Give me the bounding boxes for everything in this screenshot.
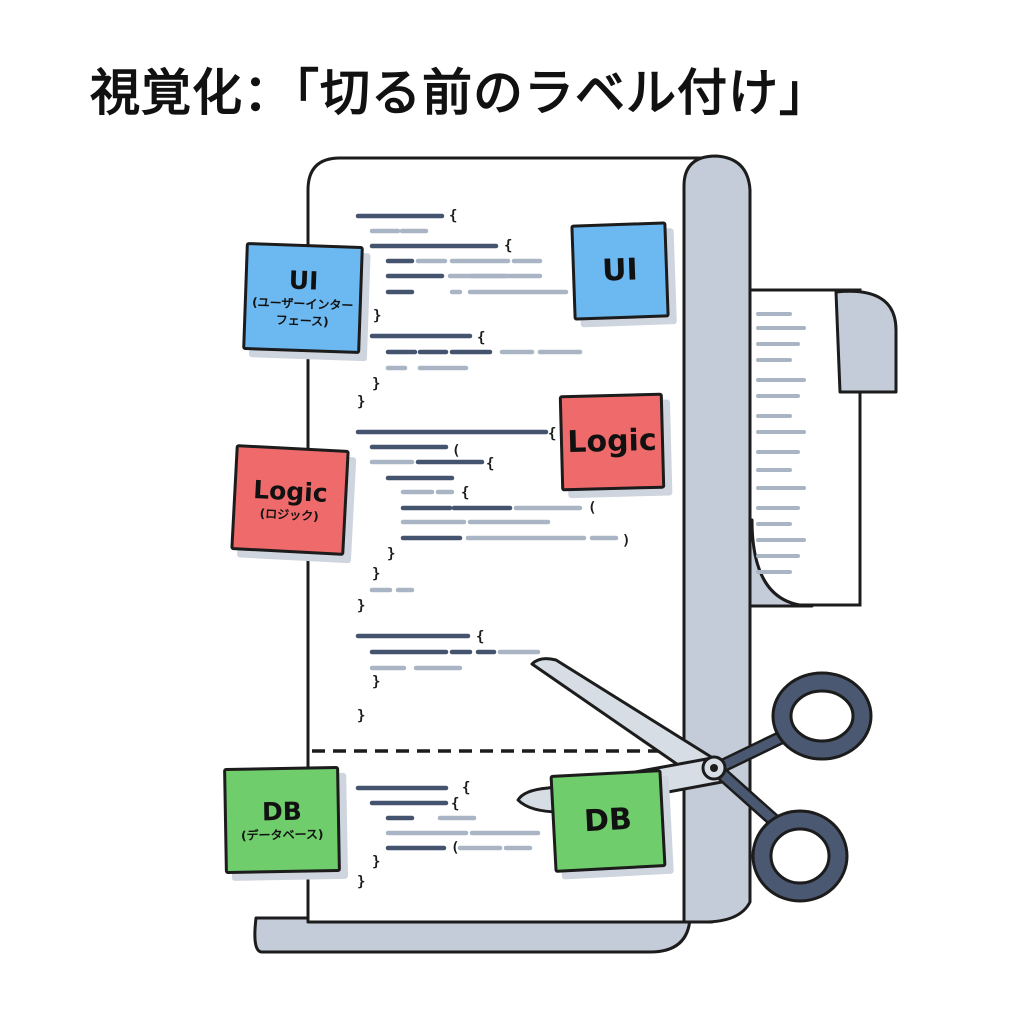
bottom-scroll-curl [253, 916, 692, 954]
code-brace: } [357, 874, 365, 890]
code-brace: } [357, 708, 365, 724]
code-brace: } [357, 598, 365, 614]
code-brace: } [372, 854, 380, 870]
logic-sticky-note-right: Logic [558, 392, 666, 492]
code-brace: { [451, 796, 459, 812]
code-brace: } [373, 308, 381, 324]
ui-sticky-note-left: UI (ユーザーインターフェース) [242, 241, 364, 355]
code-paren: ) [622, 533, 630, 549]
db-sticky-note-left: DB (データベース) [223, 765, 341, 875]
code-brace: { [461, 485, 469, 501]
ui-sticky-note-right: UI [570, 221, 670, 321]
note-subtitle: (ユーザーインターフェース) [251, 295, 354, 329]
code-brace: { [477, 330, 485, 346]
code-brace: { [504, 238, 512, 254]
db-sticky-note-right: DB [549, 769, 667, 873]
code-brace: } [357, 394, 365, 410]
note-label: UI [288, 265, 319, 296]
code-brace: { [462, 780, 470, 796]
scroll-roll [682, 154, 752, 924]
page-title: 視覚化：「切る前のラベル付け」 [90, 64, 830, 122]
note-subtitle: (ロジック) [259, 505, 320, 524]
code-brace: { [449, 208, 457, 224]
code-brace: } [372, 566, 380, 582]
note-label: UI [601, 252, 639, 289]
code-brace: } [387, 546, 395, 562]
note-subtitle: (データベース) [240, 826, 324, 843]
note-label: DB [261, 796, 302, 826]
code-paren: ( [452, 443, 460, 459]
code-brace: { [486, 456, 494, 472]
note-label: Logic [252, 474, 329, 508]
note-label: DB [583, 801, 633, 840]
logic-sticky-note-left: Logic (ロジック) [230, 444, 350, 556]
code-lines [355, 213, 619, 851]
code-brace: } [372, 674, 380, 690]
code-brace: { [548, 426, 556, 442]
code-paren: ( [588, 500, 596, 516]
code-brace: } [372, 376, 380, 392]
back-code-lines [756, 312, 806, 574]
code-paren: ( [451, 840, 459, 856]
note-label: Logic [566, 422, 658, 461]
code-brace: { [476, 629, 484, 645]
